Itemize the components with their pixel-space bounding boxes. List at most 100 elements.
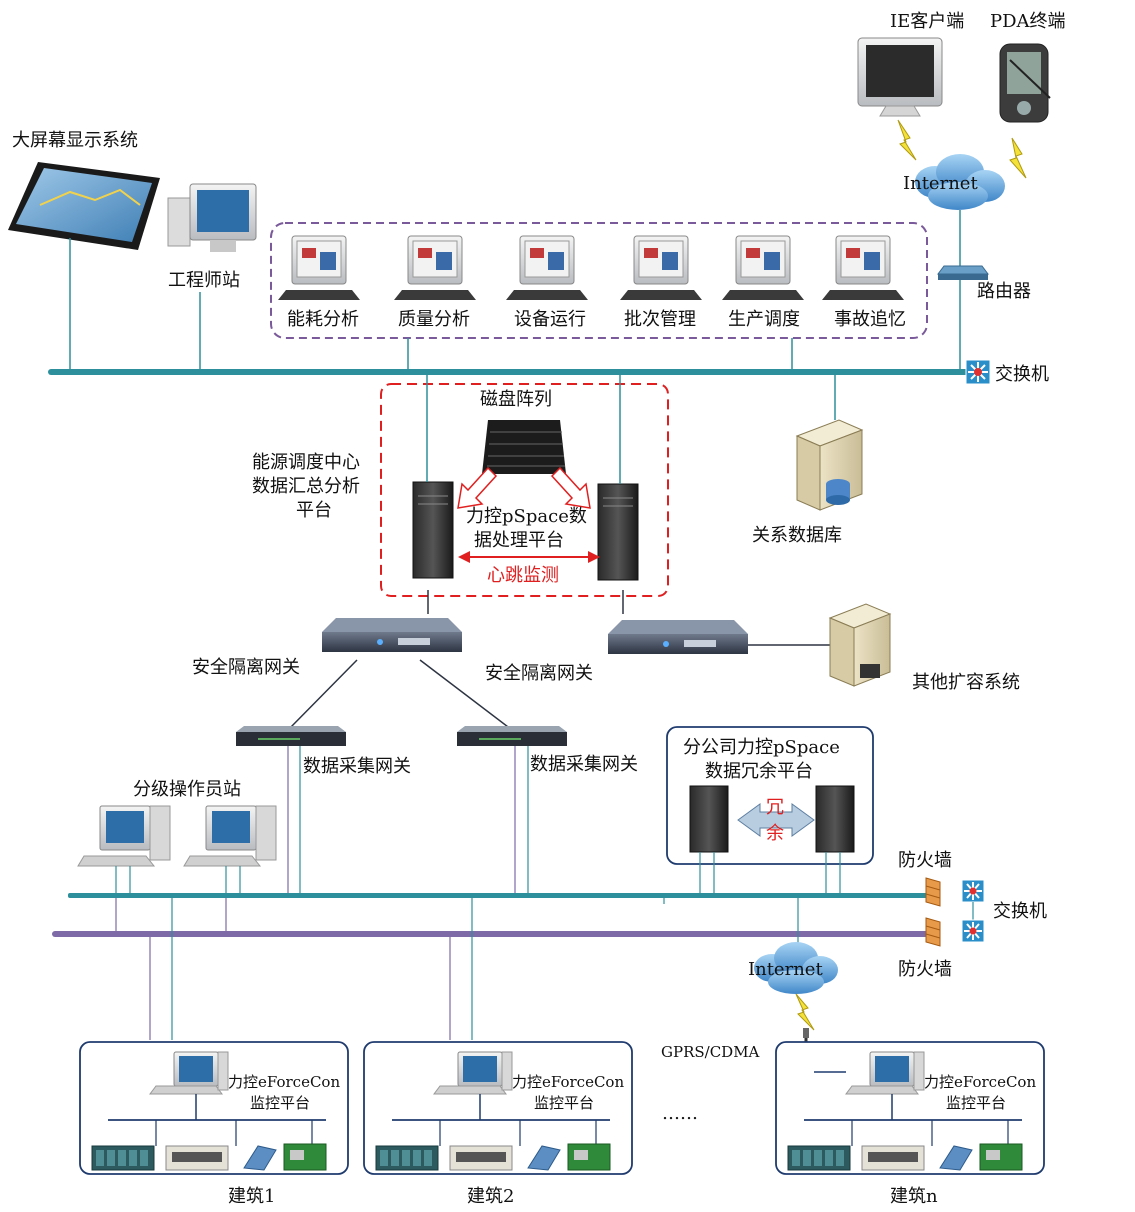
- field-network-bus-teal: [68, 893, 928, 898]
- disk-link-arrow-left: [457, 466, 498, 509]
- collection-gateway-1-label: 数据采集网关: [303, 756, 411, 777]
- relational-db-label: 关系数据库: [752, 525, 842, 546]
- app-label-6: 事故追忆: [834, 309, 906, 330]
- security-gateway-icon: [322, 618, 462, 652]
- application-group-frame: [270, 222, 928, 339]
- disk-array-label: 磁盘阵列: [480, 389, 552, 410]
- database-server-icon: [795, 419, 864, 511]
- internet-label-top: Internet: [903, 173, 978, 194]
- expansion-server-icon: [828, 603, 892, 687]
- redundant-char-1: 冗: [766, 797, 784, 818]
- router-label: 路由器: [977, 281, 1031, 302]
- disk-link-arrow-right: [550, 466, 591, 509]
- building-label-2: 建筑2: [467, 1186, 514, 1207]
- engineer-station-icon: [167, 183, 257, 252]
- ie-client-label: IE客户端: [890, 11, 964, 32]
- field-devices-icon: [787, 1143, 1023, 1171]
- workstation-monitor-icon: [822, 235, 904, 300]
- firewall-top-label: 防火墙: [898, 850, 952, 871]
- field-devices-icon: [91, 1143, 327, 1171]
- other-systems-label: 其他扩容系统: [912, 672, 1020, 693]
- firewall-bottom-label: 防火墙: [898, 959, 952, 980]
- pspace-platform-line1: 力控pSpace数: [466, 506, 587, 527]
- branch-platform-line2: 数据冗余平台: [705, 761, 813, 782]
- monitor-platform-line2: 监控平台: [250, 1094, 310, 1112]
- switch-label-bottom: 交换机: [993, 901, 1047, 922]
- workstation-monitor-icon: [506, 235, 588, 300]
- app-label-2: 质量分析: [398, 309, 470, 330]
- firewall-icon: [925, 917, 941, 947]
- heartbeat-arrow: [458, 551, 600, 563]
- disk-array-icon: [482, 420, 566, 474]
- gprs-label: GPRS/CDMA: [661, 1043, 760, 1061]
- platform-title-line2: 数据汇总分析: [252, 476, 360, 497]
- redundancy-arrow: [737, 803, 815, 837]
- monitor-platform-line1: 力控eForceCon: [512, 1073, 624, 1091]
- platform-title-line1: 能源调度中心: [252, 452, 360, 473]
- app-workstation-4: 批次管理: [620, 235, 702, 330]
- monitor-platform-line1: 力控eForceCon: [924, 1073, 1036, 1091]
- gateway-right-label: 安全隔离网关: [485, 663, 593, 684]
- data-center-frame: [380, 383, 669, 597]
- switch-label-top: 交换机: [995, 364, 1049, 385]
- platform-title-line3: 平台: [296, 500, 332, 521]
- internet-label-bottom: Internet: [748, 959, 823, 980]
- big-screen-label: 大屏幕显示系统: [12, 130, 138, 151]
- data-collection-gateway-icon: [457, 726, 567, 746]
- ellipsis-label: ……: [662, 1103, 698, 1124]
- building-frame: [79, 1041, 349, 1175]
- redundant-char-2: 余: [766, 823, 784, 844]
- engineer-station-label: 工程师站: [168, 270, 240, 291]
- building-label-1: 建筑1: [228, 1186, 275, 1207]
- app-workstation-6: 事故追忆: [822, 235, 906, 330]
- monitor-pc-icon: [845, 1051, 925, 1095]
- pda-icon: [999, 43, 1051, 123]
- app-workstation-5: 生产调度: [722, 235, 804, 330]
- building-frame: [775, 1041, 1045, 1175]
- gateway-left-label: 安全隔离网关: [192, 657, 300, 678]
- workstation-monitor-icon: [278, 235, 360, 300]
- workstation-monitor-icon: [722, 235, 804, 300]
- building-label-3: 建筑n: [890, 1186, 938, 1207]
- monitor-platform-line2: 监控平台: [534, 1094, 594, 1112]
- monitor-platform-line2: 监控平台: [946, 1094, 1006, 1112]
- pda-terminal-label: PDA终端: [990, 11, 1066, 32]
- wireless-bolt-icon: [1009, 137, 1027, 179]
- operator-stations-label: 分级操作员站: [133, 779, 241, 800]
- monitor-pc-icon: [433, 1051, 513, 1095]
- monitor-platform-line1: 力控eForceCon: [228, 1073, 340, 1091]
- app-workstation-2: 质量分析: [394, 235, 476, 330]
- collection-gateway-2-label: 数据采集网关: [530, 754, 638, 775]
- security-gateway-icon: [608, 620, 748, 654]
- pspace-platform-line2: 据处理平台: [474, 530, 564, 551]
- workstation-monitor-icon: [620, 235, 702, 300]
- app-workstation-3: 设备运行: [506, 235, 588, 330]
- app-label-3: 设备运行: [514, 309, 586, 330]
- workstation-monitor-icon: [394, 235, 476, 300]
- wireless-bolt-icon: [795, 993, 815, 1031]
- internet-cloud-icon: [915, 154, 1005, 210]
- app-label-5: 生产调度: [728, 309, 800, 330]
- operator-workstation-icon: [77, 805, 171, 867]
- monitor-pc-icon: [149, 1051, 229, 1095]
- operator-workstation-icon: [183, 805, 277, 867]
- ie-client-monitor-icon: [857, 37, 943, 117]
- app-workstation-1: 能耗分析: [278, 235, 360, 330]
- server-tower-icon: [815, 785, 855, 853]
- server-tower-icon: [412, 481, 454, 579]
- switch-icon-top: [965, 359, 991, 385]
- wireless-bolt-icon: [897, 119, 917, 161]
- switch-icon-bottom: [961, 879, 985, 903]
- heartbeat-label: 心跳监测: [487, 565, 559, 586]
- field-devices-icon: [375, 1143, 611, 1171]
- branch-platform-line1: 分公司力控pSpace: [683, 737, 840, 758]
- big-screen-display-icon: [8, 162, 160, 250]
- firewall-icon: [925, 877, 941, 907]
- field-network-bus-purple: [52, 931, 928, 937]
- server-tower-icon: [597, 483, 639, 581]
- building-frame: [363, 1041, 633, 1175]
- main-network-bus: [48, 369, 970, 375]
